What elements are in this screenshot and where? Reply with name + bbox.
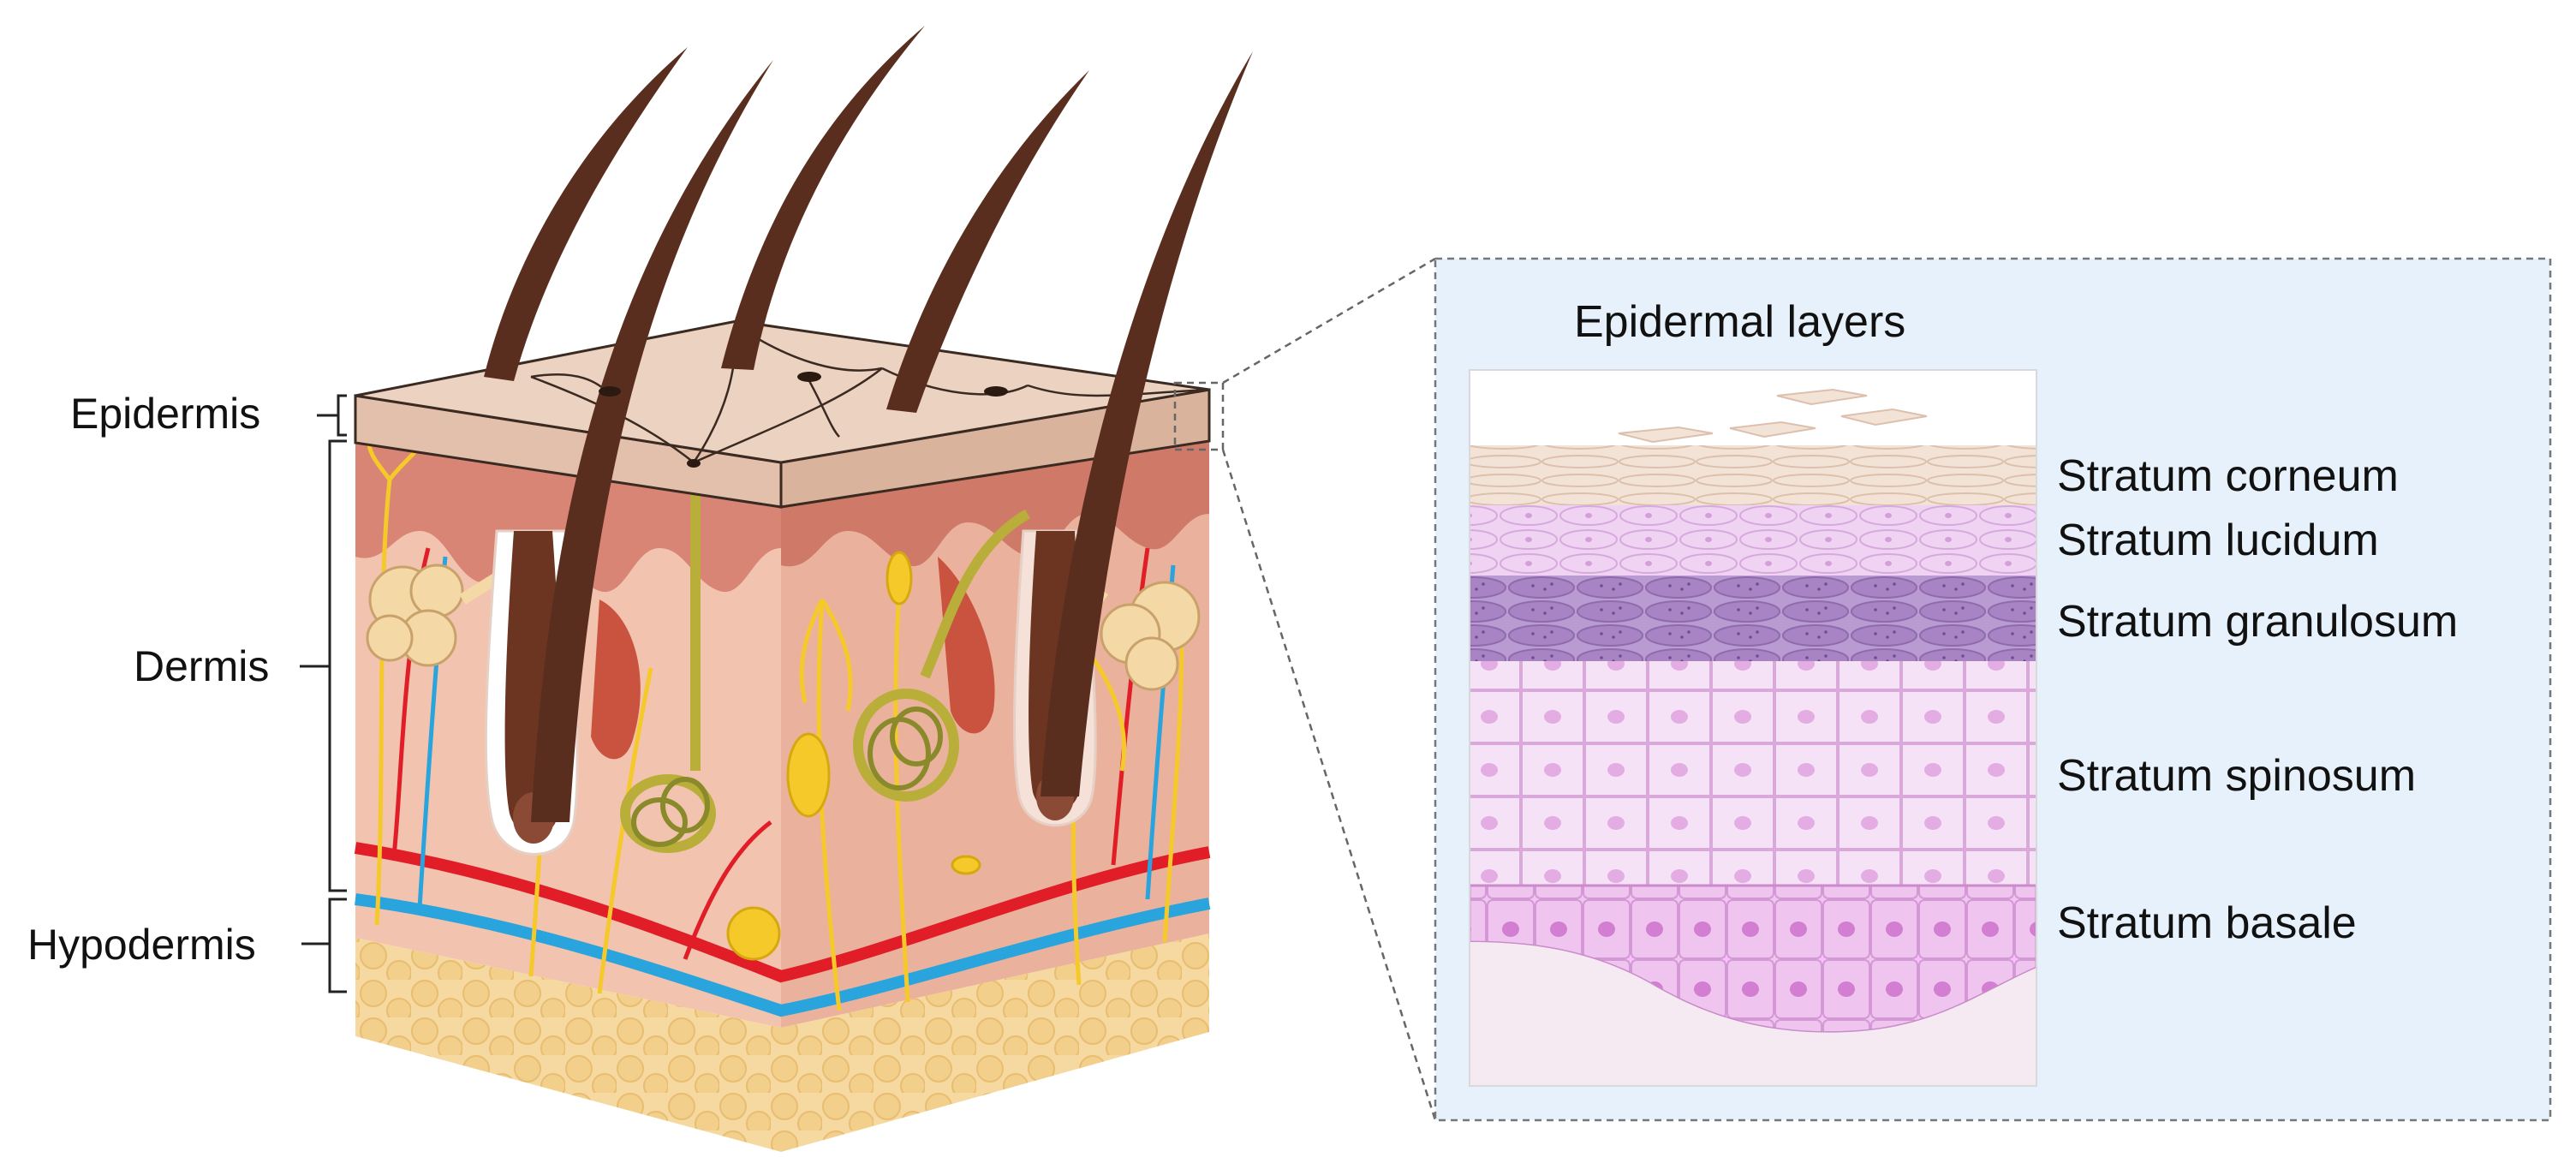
skin-block	[354, 26, 1253, 1152]
zoom-region-marker	[1173, 381, 1225, 451]
inset-title: Epidermal layers	[1574, 297, 1905, 347]
hair-shaft-1	[484, 47, 688, 381]
hair-shaft-2	[531, 60, 773, 822]
hair-shaft-5	[1041, 51, 1253, 796]
hair-shaft-4	[886, 70, 1089, 413]
label-stratum-lucidum: Stratum lucidum	[2057, 516, 2379, 565]
zoom-line-bottom	[1221, 449, 1437, 1121]
sweat-gland-side	[853, 509, 1031, 802]
zoom-line-top	[1222, 257, 1436, 385]
arrector-muscle-left	[591, 599, 641, 760]
sebaceous-gland-right	[1066, 569, 1201, 691]
label-stratum-spinosum: Stratum spinosum	[2057, 751, 2416, 801]
meissner-corpuscle	[886, 551, 913, 605]
artery-vessel	[354, 842, 1211, 983]
layer-lucidum-band	[1470, 505, 2036, 576]
pacinian-corpuscle-2	[726, 906, 781, 961]
dermis-bracket	[300, 439, 347, 892]
layer-granulosum-band	[1470, 576, 2036, 661]
hair-shaft-3	[721, 26, 925, 370]
sweat-gland-front	[620, 462, 716, 853]
hair-pores	[599, 372, 1008, 468]
vein-vessel	[355, 893, 1211, 1017]
layer-corneum-band	[1470, 445, 2036, 505]
label-stratum-corneum: Stratum corneum	[2057, 451, 2399, 501]
label-stratum-basale: Stratum basale	[2057, 898, 2357, 948]
epidermal-illustration-frame	[1469, 369, 2037, 1087]
hair-shafts	[484, 26, 1253, 822]
free-nerve-ending	[951, 855, 981, 875]
label-stratum-granulosum: Stratum granulosum	[2057, 597, 2458, 647]
hypodermis-side	[781, 933, 1209, 1152]
label-epidermis: Epidermis	[70, 390, 260, 438]
label-dermis: Dermis	[134, 642, 269, 690]
basement-membrane	[1470, 942, 2036, 1086]
hypodermis-front	[355, 938, 781, 1152]
hypodermis-bracket	[301, 898, 347, 993]
shedding-cells	[1618, 388, 1928, 444]
left-brackets	[300, 394, 347, 993]
capillary-red-3	[683, 820, 772, 960]
layer-spinosum-band	[1470, 661, 2036, 886]
epidermal-layers-illustration	[1470, 370, 2036, 1086]
epidermis-bracket	[317, 394, 347, 437]
pacinian-corpuscle-1	[786, 732, 831, 818]
sebaceous-gland-left	[366, 552, 534, 667]
label-hypodermis: Hypodermis	[27, 921, 256, 969]
